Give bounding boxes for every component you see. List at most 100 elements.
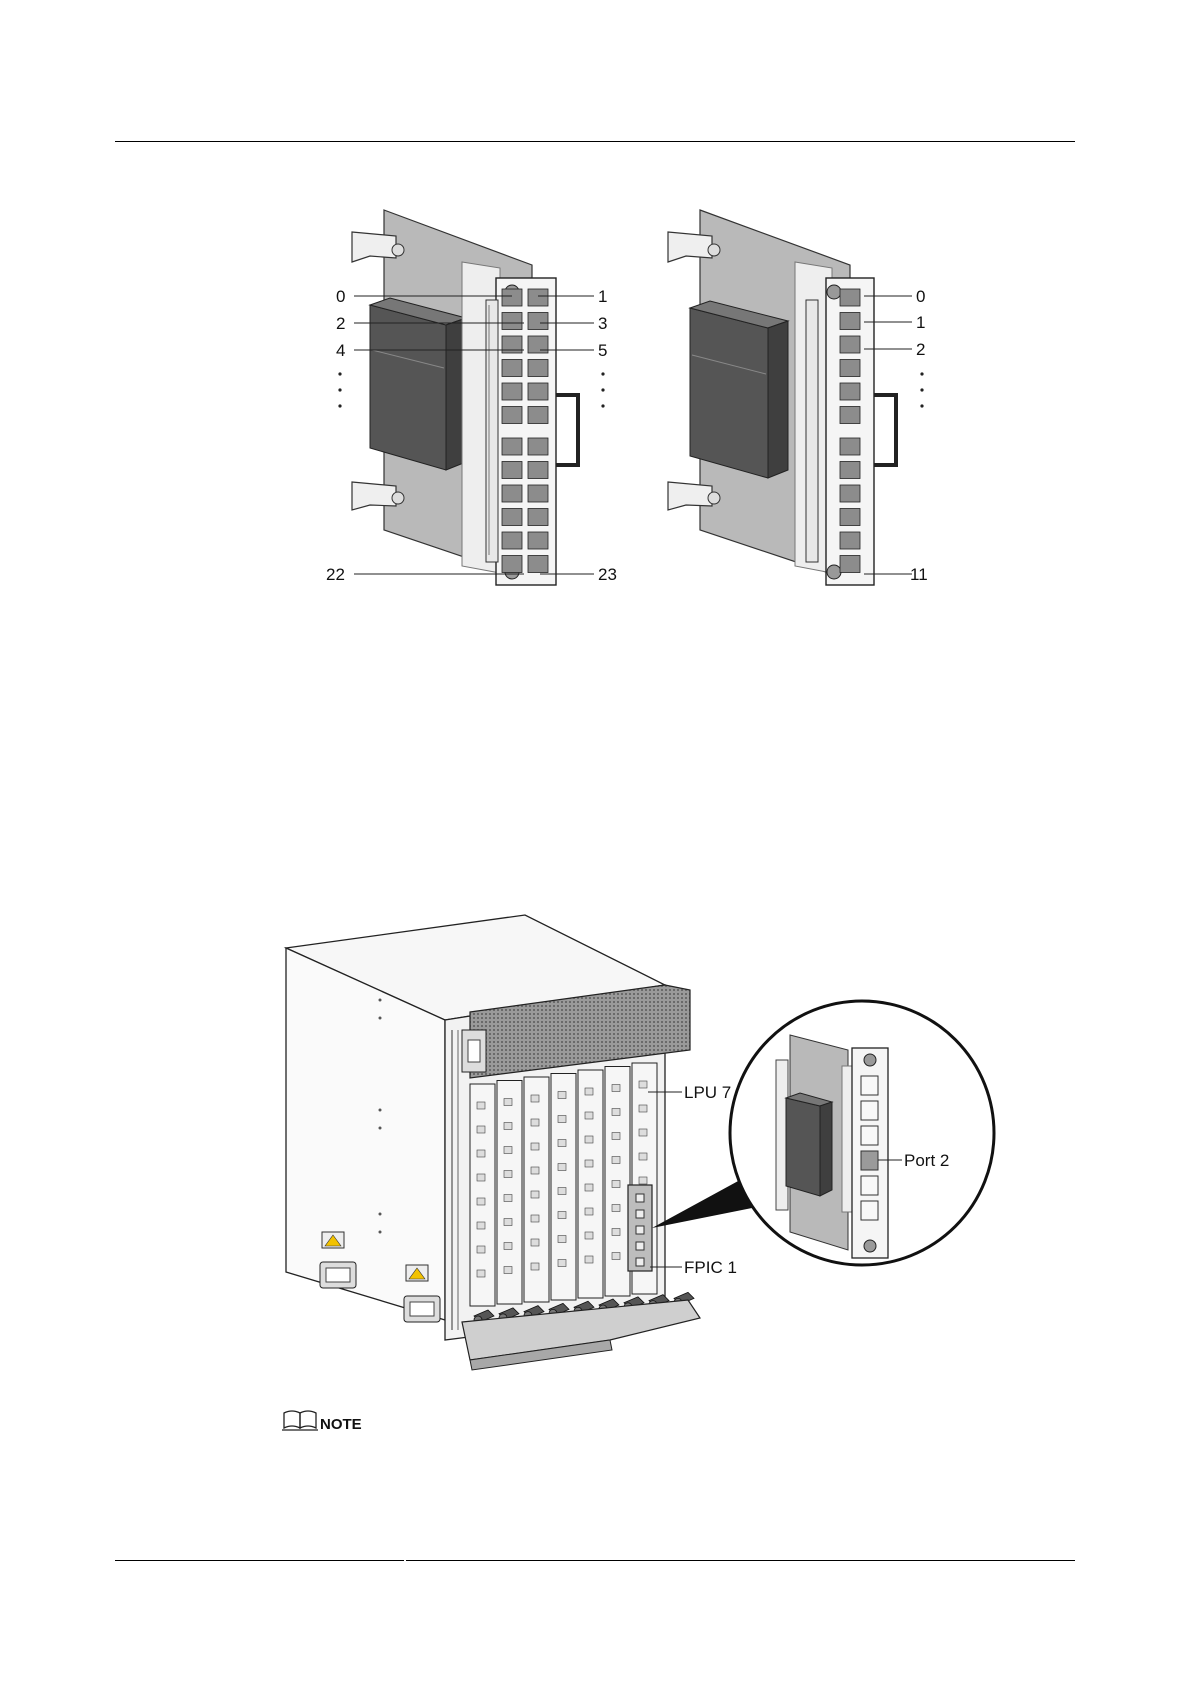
zoom-callout: Port 2: [652, 1001, 994, 1265]
port-slot: [840, 383, 860, 400]
board-port: [612, 1205, 620, 1212]
label-port-22: 22: [326, 565, 345, 584]
board-port: [531, 1095, 539, 1102]
board-port: [477, 1246, 485, 1253]
board-port: [477, 1174, 485, 1181]
board-port: [612, 1133, 620, 1140]
board-port: [585, 1256, 593, 1263]
label-port-1: 1: [598, 287, 607, 306]
label-port-2: 2: [916, 340, 925, 359]
board-port: [504, 1243, 512, 1250]
board-port: [477, 1126, 485, 1133]
board-port: [504, 1195, 512, 1202]
board-port: [504, 1099, 512, 1106]
label-port-2-callout: Port 2: [904, 1151, 949, 1170]
label-port-11: 11: [910, 565, 928, 584]
board-port: [531, 1167, 539, 1174]
board-port: [504, 1123, 512, 1130]
label-port-3: 3: [598, 314, 607, 333]
note-block: NOTE: [282, 1411, 362, 1433]
ellipsis-dots-right: [601, 372, 604, 407]
card-bracket-bottom: [352, 482, 404, 510]
label-fpic-1: FPIC 1: [684, 1258, 737, 1277]
port-slot: [840, 313, 860, 330]
board-port: [504, 1219, 512, 1226]
ellipsis-dots-left: [338, 372, 341, 407]
port-slot: [502, 289, 522, 306]
port-slot: [528, 407, 548, 424]
label-port-23: 23: [598, 565, 617, 584]
label-port-5: 5: [598, 341, 607, 360]
board-port: [477, 1102, 485, 1109]
board-port: [612, 1181, 620, 1188]
port-slot: [840, 438, 860, 455]
port-slot: [528, 462, 548, 479]
board-port: [585, 1112, 593, 1119]
carry-handle-cutout: [404, 1296, 440, 1322]
board-port: [585, 1160, 593, 1167]
board-port: [531, 1215, 539, 1222]
port-slot: [840, 556, 860, 573]
warning-label-icon: [322, 1232, 344, 1248]
port-slot: [840, 462, 860, 479]
fpic-card-24-port: [352, 210, 578, 585]
board-port: [531, 1263, 539, 1270]
port-slot: [840, 289, 860, 306]
label-lpu-7: LPU 7: [684, 1083, 731, 1102]
label-port-2: 2: [336, 314, 345, 333]
label-port-0: 0: [916, 287, 925, 306]
footer-rule-right: [406, 1560, 1075, 1561]
port-slot: [528, 383, 548, 400]
board-port: [531, 1143, 539, 1150]
board-port: [531, 1191, 539, 1198]
board-port: [477, 1222, 485, 1229]
carry-handle-cutout: [320, 1262, 356, 1288]
board-port: [585, 1184, 593, 1191]
board-port: [639, 1177, 647, 1184]
board-port: [585, 1232, 593, 1239]
board-port: [612, 1109, 620, 1116]
board-port: [585, 1136, 593, 1143]
fpic-1-module: [628, 1185, 652, 1271]
board-port: [504, 1171, 512, 1178]
board-port: [558, 1260, 566, 1267]
board-port: [558, 1116, 566, 1123]
board-port: [504, 1147, 512, 1154]
port-slot: [502, 383, 522, 400]
port-slot: [528, 360, 548, 377]
board-port: [639, 1129, 647, 1136]
port-slot: [840, 509, 860, 526]
port-slot: [528, 509, 548, 526]
port-slot: [840, 336, 860, 353]
port-slot: [528, 556, 548, 573]
port-slot: [840, 407, 860, 424]
port-slot: [502, 407, 522, 424]
note-label: NOTE: [320, 1416, 362, 1433]
fpic-card-12-port: [668, 210, 896, 585]
board-port: [558, 1092, 566, 1099]
card-bracket-bottom: [668, 482, 720, 510]
port-slot: [528, 313, 548, 330]
board-port: [558, 1164, 566, 1171]
board-port: [477, 1198, 485, 1205]
port-slot: [502, 360, 522, 377]
board-port: [639, 1081, 647, 1088]
board-port: [612, 1229, 620, 1236]
board-port: [612, 1085, 620, 1092]
board-port: [531, 1239, 539, 1246]
board-port: [477, 1150, 485, 1157]
port-slot: [502, 438, 522, 455]
label-port-4: 4: [336, 341, 345, 360]
board-port: [558, 1212, 566, 1219]
port-slot: [528, 438, 548, 455]
port-slot: [502, 462, 522, 479]
board-port: [477, 1270, 485, 1277]
port-slot: [502, 532, 522, 549]
footer-rule-left: [115, 1560, 404, 1561]
book-icon: [282, 1411, 318, 1430]
board-port: [639, 1105, 647, 1112]
board-port: [558, 1236, 566, 1243]
board-port: [585, 1208, 593, 1215]
board-port: [504, 1267, 512, 1274]
